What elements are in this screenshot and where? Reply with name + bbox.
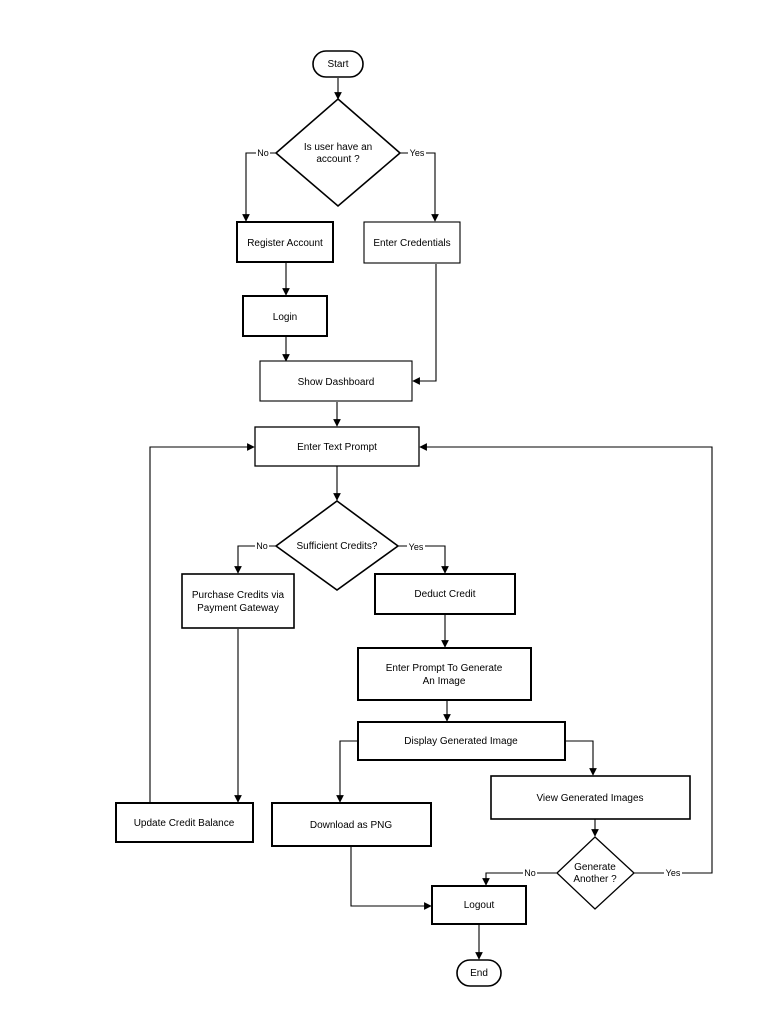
logout-label: Logout bbox=[464, 900, 495, 911]
edge-update-to-prompt bbox=[149, 443, 255, 802]
logout-box: Logout bbox=[431, 885, 527, 925]
label-another-no: No bbox=[524, 868, 536, 878]
decision-has-account: Is user have an account ? bbox=[274, 97, 402, 208]
show-dashboard-box: Show Dashboard bbox=[259, 360, 413, 402]
edge-account-yes bbox=[400, 152, 439, 222]
purchase-credits-line1: Purchase Credits via bbox=[192, 590, 285, 601]
edge-another-no bbox=[482, 872, 557, 886]
show-dashboard-label: Show Dashboard bbox=[298, 377, 375, 388]
decision-generate-another-line2: Another ? bbox=[573, 874, 617, 885]
register-account-box: Register Account bbox=[236, 221, 334, 263]
display-image-label: Display Generated Image bbox=[404, 736, 518, 747]
deduct-credit-label: Deduct Credit bbox=[414, 589, 475, 600]
download-png-label: Download as PNG bbox=[310, 820, 392, 831]
view-images-box: View Generated Images bbox=[490, 775, 691, 820]
generate-prompt-line2: An Image bbox=[423, 676, 466, 687]
register-account-label: Register Account bbox=[247, 238, 323, 249]
label-account-yes: Yes bbox=[410, 148, 425, 158]
enter-credentials-box: Enter Credentials bbox=[363, 221, 461, 264]
label-credits-yes: Yes bbox=[409, 542, 424, 552]
end-label: End bbox=[470, 968, 488, 979]
edge-display-to-download bbox=[336, 740, 358, 803]
view-images-label: View Generated Images bbox=[536, 793, 643, 804]
enter-text-prompt-label: Enter Text Prompt bbox=[297, 442, 377, 453]
label-another-yes: Yes bbox=[666, 868, 681, 878]
download-png-box: Download as PNG bbox=[271, 802, 432, 847]
login-label: Login bbox=[273, 312, 297, 323]
generate-prompt-box: Enter Prompt To Generate An Image bbox=[357, 647, 532, 701]
edge-display-to-view bbox=[566, 740, 597, 776]
decision-generate-another-line1: Generate bbox=[574, 862, 616, 873]
deduct-credit-box: Deduct Credit bbox=[374, 573, 516, 615]
enter-text-prompt-box: Enter Text Prompt bbox=[254, 426, 420, 467]
enter-credentials-label: Enter Credentials bbox=[373, 238, 450, 249]
end-terminator: End bbox=[456, 959, 502, 987]
start-label: Start bbox=[327, 59, 348, 70]
label-account-no: No bbox=[257, 148, 269, 158]
decision-generate-another: Generate Another ? bbox=[556, 836, 635, 910]
update-credit-balance-label: Update Credit Balance bbox=[134, 818, 235, 829]
start-terminator: Start bbox=[312, 50, 364, 78]
login-box: Login bbox=[242, 295, 328, 337]
label-credits-no: No bbox=[256, 541, 268, 551]
decision-has-account-line1: Is user have an bbox=[304, 142, 372, 153]
decision-sufficient-credits-label: Sufficient Credits? bbox=[297, 541, 378, 552]
display-image-box: Display Generated Image bbox=[357, 721, 566, 761]
generate-prompt-line1: Enter Prompt To Generate bbox=[386, 663, 503, 674]
decision-sufficient-credits: Sufficient Credits? bbox=[274, 500, 400, 591]
edge-credentials-to-dashboard bbox=[412, 264, 437, 385]
update-credit-balance-box: Update Credit Balance bbox=[115, 802, 254, 843]
purchase-credits-line2: Payment Gateway bbox=[197, 603, 279, 614]
decision-has-account-line2: account ? bbox=[316, 154, 360, 165]
edge-labels: No Yes No Yes No Yes bbox=[255, 147, 682, 878]
edge-download-to-logout bbox=[350, 847, 432, 910]
edge-account-no bbox=[242, 152, 276, 222]
purchase-credits-box: Purchase Credits via Payment Gateway bbox=[181, 573, 295, 629]
